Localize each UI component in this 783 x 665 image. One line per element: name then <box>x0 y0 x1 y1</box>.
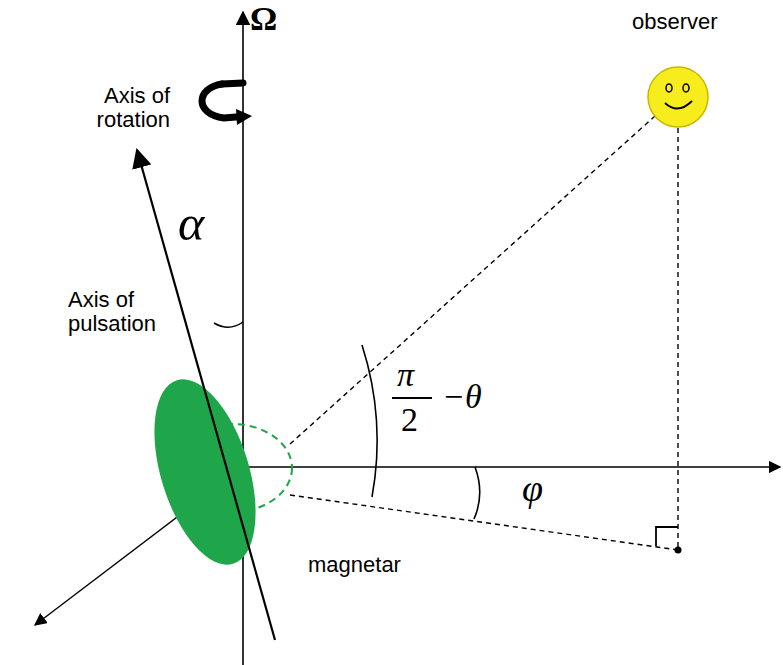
alpha-symbol: α <box>178 196 204 251</box>
alpha-arc <box>214 322 243 327</box>
x-axis <box>243 466 780 467</box>
right-angle-mark <box>656 527 678 546</box>
fraction-bar <box>392 397 432 399</box>
magnetar-body <box>135 367 275 576</box>
observer-eye <box>666 84 672 92</box>
observer-face <box>648 67 708 127</box>
rotation-arrow <box>202 84 236 118</box>
foot-dot <box>675 547 682 554</box>
omega-symbol: Ω <box>250 0 277 37</box>
theta-term: −θ <box>442 378 482 415</box>
fraction-denominator: 2 <box>401 401 418 438</box>
rotation-axis <box>242 12 244 665</box>
pulsation-axis-label: Axis of pulsation <box>68 288 178 336</box>
phi-symbol: φ <box>522 468 543 510</box>
line-of-sight <box>290 116 655 444</box>
rotation-arrowhead <box>236 109 252 125</box>
observer-eye <box>683 84 689 92</box>
observer-smile <box>665 101 692 109</box>
theta-arc <box>362 345 377 497</box>
rotation-arrow <box>222 83 243 84</box>
projection-line <box>290 495 678 550</box>
pulsation-axis <box>137 150 275 640</box>
observer-label: observer <box>632 10 718 34</box>
phi-arc <box>474 467 480 519</box>
magnetar-label: magnetar <box>308 553 401 577</box>
fraction-numerator: π <box>397 356 414 393</box>
projection-drop <box>677 128 678 550</box>
rotation-axis-label: Axis of rotation <box>70 84 170 132</box>
